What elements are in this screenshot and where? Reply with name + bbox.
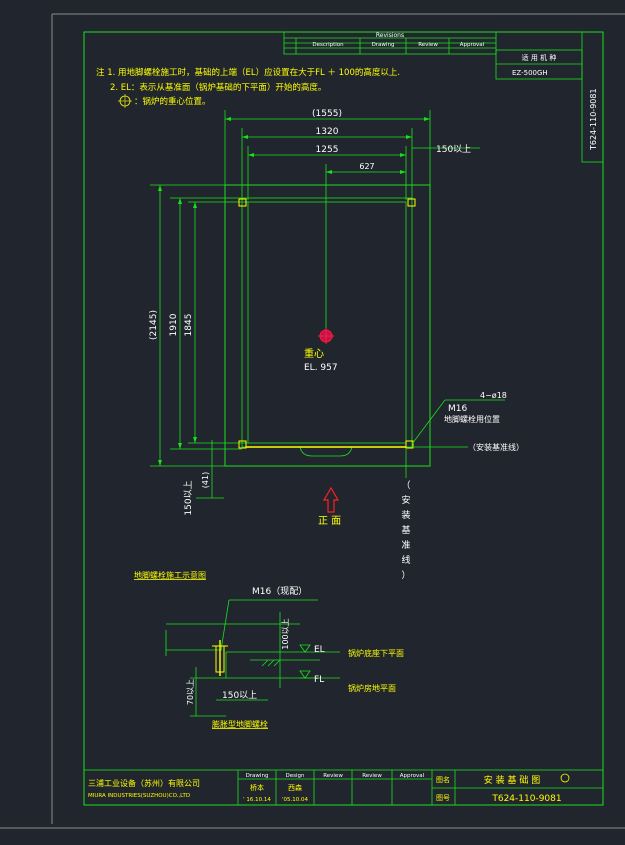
revisions-table [283, 31, 497, 55]
boiler-outline-outer [224, 184, 431, 467]
front-direction-arrow-icon [322, 486, 340, 513]
bolt-callout-count: 4−ø18 [480, 391, 507, 400]
revisions-header-drawing: Drawing [372, 42, 395, 48]
svg-text:基: 基 [401, 524, 410, 536]
title-header-drawing: Drawing [246, 773, 269, 779]
title-number-label: 图号 [436, 794, 450, 802]
svg-text:）: ） [401, 570, 410, 581]
center-of-gravity-elevation: EL. 957 [304, 363, 338, 373]
left-dimension-arrows [158, 185, 197, 466]
detail-el-label: EL [314, 645, 325, 655]
center-of-gravity-label: 重心 [304, 347, 324, 360]
note-1: 注 1. 用地脚螺栓施工时，基础的上端（EL）应设置在大于FL ＋ 100的高度… [96, 67, 400, 78]
center-of-gravity-symbol-icon [118, 94, 132, 108]
title-header-review-2: Review [362, 773, 382, 779]
sheet-border [83, 31, 604, 806]
anchor-bolt-detail [165, 599, 340, 717]
svg-text:准: 准 [401, 540, 410, 551]
applicable-model-label: 适 用 机 种 [522, 53, 557, 62]
company-name-en: MIURA INDUSTRIES(SUZHOU)CO.,LTD [88, 793, 190, 799]
title-number-value: T624-110-9081 [491, 794, 561, 804]
drawing-by-name: 桥本 [250, 783, 264, 792]
dim-150-above-top: 150以上 [436, 144, 471, 155]
front-label: 正 面 [318, 516, 341, 527]
title-header-approval: Approval [400, 773, 425, 779]
note-3: ：锅炉的重心位置。 [134, 96, 211, 107]
dim-1845: 1845 [184, 314, 194, 337]
detail-dim-70: 70以上 [186, 679, 195, 705]
svg-text:安: 安 [401, 494, 410, 506]
svg-text:（: （ [401, 480, 410, 491]
design-by-name: 西森 [288, 783, 302, 792]
center-of-gravity-marker-icon [318, 328, 334, 344]
boiler-base-inner [247, 201, 407, 444]
company-name-cn: 三浦工业设备（苏州）有限公司 [88, 778, 200, 788]
install-baseline-label: （安装基准线） [468, 442, 524, 452]
dim-1320: 1320 [316, 127, 339, 137]
title-header-design: Design [286, 773, 306, 779]
detail-base-underside: 锅炉底座下平面 [348, 648, 404, 658]
detail-dim-150: 150以上 [222, 690, 257, 701]
svg-text:线: 线 [401, 554, 410, 566]
boiler-base-outline [241, 197, 413, 448]
anchor-bolt-holes [238, 198, 416, 449]
detail-caption: 膨胀型地脚螺栓 [212, 719, 268, 729]
front-door-arc [299, 446, 353, 457]
revisions-header-approval: Approval [460, 42, 485, 48]
title-name-value: 安 装 基 础 图 [484, 774, 540, 786]
title-name-label: 图名 [436, 775, 450, 784]
dim-2145: (2145) [149, 310, 159, 340]
svg-text:装: 装 [401, 509, 410, 521]
title-header-review-1: Review [323, 773, 343, 779]
revisions-title: Revisions [376, 32, 404, 39]
dim-41: (41) [201, 472, 210, 488]
top-dimension-arrows [225, 117, 430, 174]
revisions-header-review: Review [418, 42, 438, 48]
note-2: 2. EL：表示从基准面（锅炉基础的下平面）开始的高度。 [110, 82, 326, 93]
bolt-callout-size: M16 [448, 404, 467, 414]
level-markers-icon [299, 644, 311, 679]
anchor-bolt-shape [212, 640, 228, 676]
dim-1555: (1555) [312, 109, 342, 119]
dim-1910: 1910 [169, 313, 179, 336]
bolt-callout-text: 地脚螺栓用位置 [444, 414, 500, 424]
bolt-callout-leader [411, 399, 505, 445]
detail-title: 地脚螺栓施工示意图 [134, 570, 206, 580]
top-dimension-lines [224, 110, 480, 332]
applicable-model-value: EZ-500GH [512, 69, 548, 77]
detail-fl-label: FL [314, 675, 324, 685]
install-baseline-vertical-text: （ 安 装 基 准 线 ） [401, 480, 410, 581]
design-date: '05.10.04 [282, 797, 309, 803]
title-name-mark-icon [560, 773, 570, 783]
revisions-header-description: Description [312, 42, 344, 48]
detail-bolt-label: M16（现配） [252, 586, 307, 597]
dim-627: 627 [359, 162, 374, 171]
detail-dim-100: 100以上 [281, 618, 290, 649]
side-drawing-number: T624-110-9081 [589, 88, 598, 151]
drawing-date: ' 16.10.14 [243, 797, 271, 803]
applicable-model-box [495, 31, 604, 163]
left-dimension-lines [150, 184, 248, 499]
dim-1255: 1255 [316, 145, 339, 155]
dim-150-above-left: 150以上 [183, 480, 194, 515]
title-block-grid [83, 769, 604, 806]
detail-floor-level: 锅炉房地平面 [348, 683, 396, 693]
